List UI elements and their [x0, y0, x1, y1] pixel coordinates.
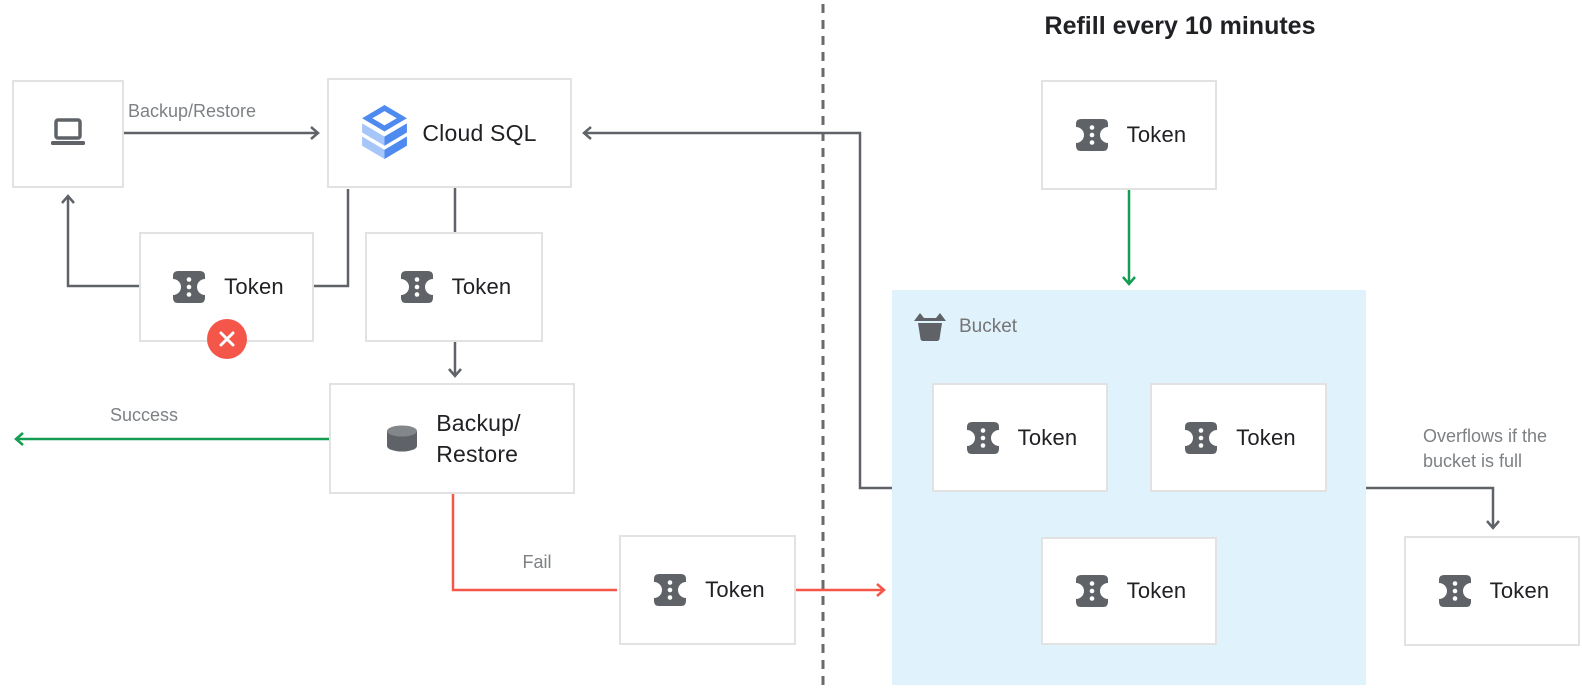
- node-client: [12, 80, 124, 188]
- edge-bucket-to-cloudsql: [582, 126, 892, 490]
- edge-fail-to-token: [451, 494, 617, 592]
- edge-bucket-overflow: [1366, 486, 1500, 530]
- token-label: Token: [1126, 122, 1187, 147]
- node-token-overflow: Token: [1404, 536, 1580, 646]
- node-token-bucket-2: Token: [1150, 383, 1327, 492]
- token-icon: [173, 271, 206, 303]
- edge-token-to-client: [61, 194, 139, 288]
- node-token-refill: Token: [1041, 80, 1217, 190]
- token-label: Token: [1126, 578, 1187, 603]
- token-label: Token: [705, 577, 765, 602]
- bucket-label: Bucket: [959, 315, 1018, 337]
- bucket-tag: Bucket: [913, 310, 1017, 343]
- token-icon: [966, 421, 999, 454]
- edge-token-to-cloudsql: [314, 189, 350, 288]
- token-label: Token: [1489, 578, 1550, 603]
- node-cloud-sql: Cloud SQL: [327, 78, 572, 188]
- edge-label-overflow: Overflows if the bucket is full: [1423, 426, 1548, 471]
- diagram-title: Refill every 10 minutes: [1044, 12, 1316, 40]
- laptop-icon: [51, 118, 85, 145]
- cloud-sql-icon: [362, 104, 408, 159]
- token-label: Token: [224, 274, 284, 299]
- token-label: Token: [1017, 424, 1078, 450]
- node-token-request: Token: [365, 232, 543, 342]
- cloud-sql-label: Cloud SQL: [422, 119, 537, 146]
- backup-restore-label: Backup/ Restore: [436, 409, 521, 467]
- node-backup-restore: Backup/ Restore: [329, 383, 575, 494]
- token-label: Token: [1236, 424, 1296, 450]
- token-icon: [1438, 575, 1471, 607]
- token-icon: [1075, 119, 1108, 151]
- node-token-bucket-3: Token: [1041, 537, 1217, 645]
- error-x-icon: [207, 319, 247, 359]
- token-icon: [1075, 575, 1108, 607]
- token-icon: [654, 574, 687, 606]
- token-icon: [400, 271, 433, 303]
- bucket-icon: [914, 313, 946, 341]
- edge-label-success: Success: [109, 405, 179, 425]
- node-token-fail: Token: [619, 535, 796, 645]
- edge-label-fail: Fail: [522, 552, 552, 572]
- token-label: Token: [451, 274, 512, 299]
- node-token-bucket-1: Token: [932, 383, 1108, 492]
- database-icon: [387, 425, 418, 451]
- edge-label-backup-restore: Backup/Restore: [127, 101, 257, 121]
- token-icon: [1185, 421, 1218, 454]
